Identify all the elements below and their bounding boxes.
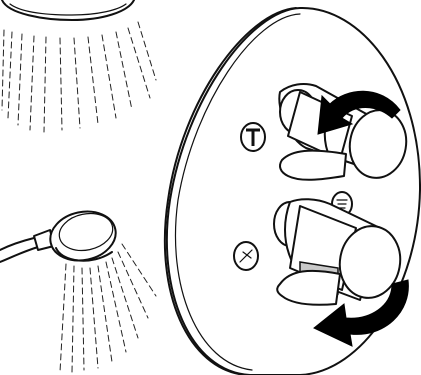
hand-shower-icon bbox=[0, 206, 120, 267]
temperature-lever-icon bbox=[280, 151, 346, 180]
hand-shower-symbol-icon bbox=[234, 242, 258, 270]
hand-spray-icon bbox=[60, 244, 156, 372]
overhead-shower-icon bbox=[2, 0, 134, 20]
overhead-spray-icon bbox=[2, 22, 156, 132]
thermostat-t-icon bbox=[241, 123, 265, 151]
